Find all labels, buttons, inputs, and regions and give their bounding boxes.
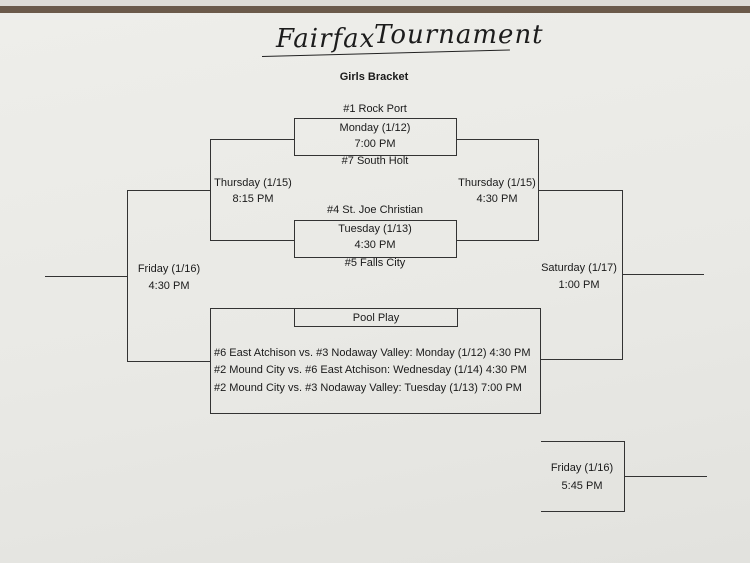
semi-left-top-line: [210, 139, 294, 140]
title-word-2: Tournament: [374, 20, 544, 50]
game1-top-team: #1 Rock Port: [343, 103, 407, 115]
game2-time: 4:30 PM: [354, 239, 396, 251]
consolation-day: Friday (1/16): [550, 462, 614, 474]
bracket-subtitle: Girls Bracket: [339, 71, 409, 83]
right-final-day: Saturday (1/17): [541, 262, 617, 274]
left-final-time: 4:30 PM: [148, 280, 190, 292]
pool-play-label: Pool Play: [352, 312, 400, 324]
paper-sheet: Fairfax Tournament Girls Bracket #1 Rock…: [0, 6, 750, 563]
semi-left-vertical: [210, 139, 211, 241]
pool-play-game-3: #2 Mound City vs. #3 Nodaway Valley: Tue…: [214, 382, 522, 394]
left-final-vertical: [127, 190, 128, 362]
right-final-output-line: [622, 274, 704, 275]
right-final-bottom-line: [540, 359, 622, 360]
semi-right-time: 4:30 PM: [476, 193, 518, 205]
pool-play-game-1: #6 East Atchison vs. #3 Nodaway Valley: …: [214, 347, 531, 359]
pool-play-label-box: [294, 308, 458, 327]
left-final-bottom-line: [127, 361, 211, 362]
consolation-time: 5:45 PM: [561, 480, 603, 492]
right-final-time: 1:00 PM: [558, 279, 600, 291]
left-final-day: Friday (1/16): [137, 263, 201, 275]
semi-left-time: 8:15 PM: [232, 193, 274, 205]
semi-right-bottom-line: [457, 240, 538, 241]
right-final-vertical: [622, 190, 623, 360]
semi-right-day: Thursday (1/15): [458, 177, 536, 189]
consolation-top-line: [541, 441, 624, 442]
game1-time: 7:00 PM: [354, 138, 396, 150]
pool-play-game-2: #2 Mound City vs. #6 East Atchison: Wedn…: [214, 364, 527, 376]
game1-box: [294, 118, 457, 156]
semi-left-bottom-line: [210, 240, 294, 241]
game1-day: Monday (1/12): [339, 122, 411, 134]
tabletop-edge: [0, 6, 750, 13]
game2-box: [294, 220, 457, 258]
consolation-output-line: [624, 476, 707, 477]
right-final-top-line: [538, 190, 622, 191]
left-final-output-line: [45, 276, 127, 277]
game2-top-team: #4 St. Joe Christian: [327, 204, 423, 216]
consolation-bottom-line: [541, 511, 624, 512]
game2-day: Tuesday (1/13): [338, 223, 412, 235]
semi-right-top-line: [457, 139, 538, 140]
game1-bottom-team: #7 South Holt: [341, 155, 409, 167]
title-word-1: Fairfax: [276, 24, 376, 54]
game2-bottom-team: #5 Falls City: [344, 257, 406, 269]
semi-left-day: Thursday (1/15): [214, 177, 292, 189]
left-final-top-line: [127, 190, 210, 191]
